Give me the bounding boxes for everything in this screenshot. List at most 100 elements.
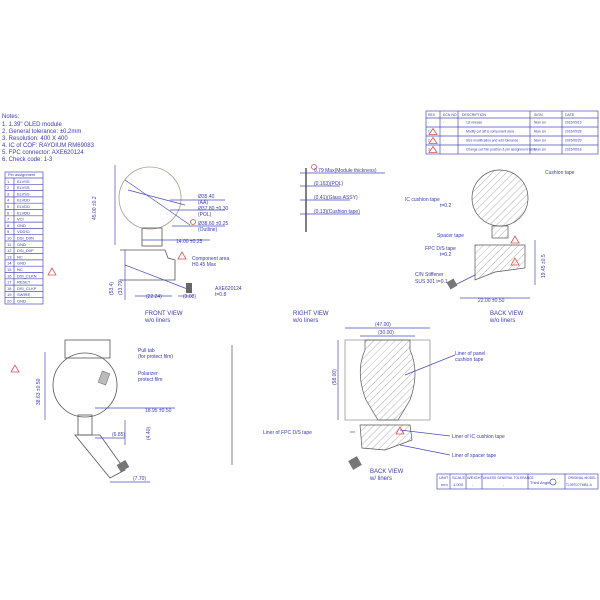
revision-cell: 2 <box>428 139 430 143</box>
tape-label: IC cushion tape <box>405 197 440 203</box>
revision-header: DATE <box>565 113 575 117</box>
note-line: 2. General tolerance: ±0.2mm <box>2 129 81 135</box>
front-view: Ø35.40 (AA) Ø37.80 ±0.30 (POL) Ø38.60 ±0… <box>92 165 242 324</box>
revision-cell: Nian Lin <box>534 121 546 125</box>
pin-signal: DSI_CLKP <box>17 286 37 291</box>
revision-marker-icon <box>311 164 317 170</box>
revision-header: ECN NO <box>443 113 457 117</box>
pull-tab <box>97 370 111 386</box>
dim: (53.4) <box>109 282 115 295</box>
pin-number: 16 <box>7 273 12 278</box>
callout-label: (for protect film) <box>138 354 173 360</box>
dim: (22.24) <box>146 294 162 300</box>
dim: 19.45 ±0.5 <box>541 254 547 278</box>
note-line: 4. IC of COF: RAYDIUM RM69083 <box>2 143 95 149</box>
revision-warning-icon <box>177 251 187 260</box>
dim: Ø35.40 <box>198 194 215 200</box>
revision-warning-icon <box>10 364 20 373</box>
dim: (AA) <box>198 200 208 206</box>
revision-warning-icon <box>428 145 438 153</box>
pin-signal: VDDIO <box>17 229 30 234</box>
dim: (0.41)(Glass ASSY) <box>314 195 358 201</box>
bottom-left-view: Pull tab (for protect film) Polarizer pr… <box>10 339 175 483</box>
revision-warning-icon <box>510 235 520 244</box>
revision-header: SIGN <box>534 113 543 117</box>
view-subtitle: w/o liners <box>292 318 318 324</box>
pin-number: 15 <box>7 267 12 272</box>
dim: (47.00) <box>375 322 391 328</box>
right-view: 0.79 Max(Module thickness) (0.163)(POL) … <box>231 164 385 465</box>
pin-number: 9 <box>7 229 10 234</box>
pin-number: 13 <box>7 254 12 259</box>
revision-cell: Change out Tab position & pin assignment… <box>466 148 536 152</box>
liner-label: Liner of spacer tape <box>452 453 496 459</box>
note-line: 5. FPC connector: AXE620124 <box>2 150 84 156</box>
note-line: 6. Check code: 1-3 <box>2 157 53 163</box>
pin-signal: ELVDD <box>17 198 30 203</box>
notes-title: Notes: <box>2 114 20 120</box>
title-cell: Third Angle <box>530 480 551 485</box>
view-title: BACK VIEW <box>370 469 404 475</box>
tape-label: Cushion tape <box>545 170 575 176</box>
revision-warning-icon <box>47 267 57 276</box>
pin-signal: ELVSS <box>17 179 30 184</box>
notes: Notes: 1. 1.39" OLED module 2. General t… <box>2 114 95 163</box>
revision-cell: - <box>443 121 444 125</box>
back-view-bottom: (47.00) (30.00) (58.00) Liner of panel c… <box>263 322 505 482</box>
pin-number: 10 <box>7 236 12 241</box>
callout-label: Polarizer <box>138 371 158 377</box>
connector-label: AXE620124 <box>215 286 242 292</box>
pin-signal: ELVSS <box>17 191 30 196</box>
view-subtitle: w/o liners <box>489 318 515 324</box>
tape-label: t=0.2 <box>440 252 451 258</box>
title-cell: - <box>503 482 505 487</box>
pin-number: 3 <box>7 191 10 196</box>
dim: (Outline) <box>198 227 218 233</box>
liner-label: Liner of FPC D/S tape <box>263 430 312 436</box>
view-title: FRONT VIEW <box>145 311 183 317</box>
dim: (0.163)(POL) <box>314 181 344 187</box>
pin-table-header: Pin assignment <box>8 172 36 177</box>
pin-number: 1 <box>7 179 10 184</box>
pin-number: 4 <box>7 198 10 203</box>
revision-warning-icon <box>510 257 520 266</box>
tape-label: SUS 301 t=0.1 <box>415 279 448 285</box>
pin-signal: GND <box>17 242 26 247</box>
pin-signal: DSI_D0P <box>17 248 34 253</box>
pin-signal: SWIRE <box>17 292 30 297</box>
pin-signal: GND <box>17 299 26 304</box>
title-cell: - <box>472 482 474 487</box>
pin-signal: ELVDD <box>17 210 30 215</box>
revision-cell: - <box>428 121 429 125</box>
revision-cell: 2015/06/29 <box>565 139 582 143</box>
title-cell: UNLESS GENERAL TOLERANCE <box>483 476 534 480</box>
title-cell: mm <box>441 482 448 487</box>
dim: (33.79) <box>118 279 124 295</box>
pin-number: 19 <box>7 292 12 297</box>
pin-number: 12 <box>7 248 12 253</box>
fpc-connector <box>186 283 192 293</box>
title-cell: UNIT <box>439 475 449 480</box>
dim: (7.70) <box>133 476 146 482</box>
revision-cell: 1 <box>428 130 430 134</box>
view-title: RIGHT VIEW <box>293 311 329 317</box>
view-subtitle: w/ liners <box>369 476 392 482</box>
view-subtitle: w/o liners <box>144 318 170 324</box>
title-cell: T139TD7TMB1-A <box>566 483 593 487</box>
callout-label: protect film <box>138 377 162 383</box>
view-title: BACK VIEW <box>490 311 524 317</box>
dim: 38.63 ±0.50 <box>36 378 42 405</box>
pin-signal: RESET <box>17 280 31 285</box>
revision-warning-icon <box>395 426 405 435</box>
dim: 14.00 ±0.25 <box>176 239 203 245</box>
liner-label: cushion tape <box>455 357 484 363</box>
component-area-label: Component area <box>192 256 229 262</box>
pin-number: 6 <box>7 210 10 215</box>
revision-marker-icon <box>190 219 196 225</box>
dim: (POL) <box>198 212 212 218</box>
revision-cell: - <box>443 139 444 143</box>
pin-signal: DSI_D0N <box>17 236 34 241</box>
pin-number: 7 <box>7 217 10 222</box>
